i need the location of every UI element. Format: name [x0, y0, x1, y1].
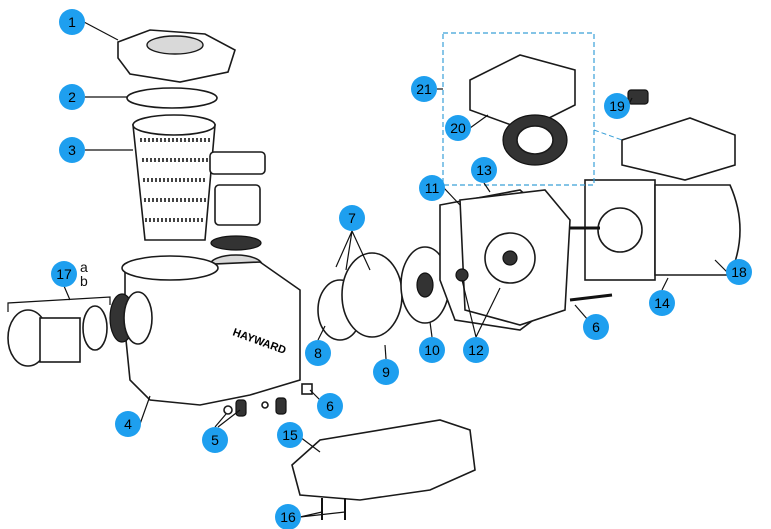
part-diffuser: [341, 252, 403, 338]
callout-17-sub-a: a: [80, 259, 88, 275]
part-lid: [117, 29, 236, 83]
callout-19[interactable]: 19: [604, 93, 630, 119]
callout-2[interactable]: 2: [59, 84, 85, 110]
callout-6-lower[interactable]: 6: [317, 393, 343, 419]
part-pump-base: [291, 419, 476, 501]
callout-18[interactable]: 18: [726, 259, 752, 285]
callout-7[interactable]: 7: [339, 205, 365, 231]
callout-4[interactable]: 4: [115, 411, 141, 437]
callout-17-sub-b: b: [80, 273, 88, 289]
part-lid-oring: [126, 87, 218, 109]
callout-1[interactable]: 1: [59, 9, 85, 35]
drive-assembly-box: [442, 32, 595, 186]
callout-9[interactable]: 9: [373, 359, 399, 385]
callout-13[interactable]: 13: [471, 157, 497, 183]
part-variable-speed-drive: [469, 54, 576, 131]
callout-8[interactable]: 8: [305, 340, 331, 366]
part-drain-plugs: [223, 383, 313, 417]
callout-21[interactable]: 21: [411, 76, 437, 102]
callout-20[interactable]: 20: [445, 115, 471, 141]
callout-10[interactable]: 10: [419, 337, 445, 363]
callout-14[interactable]: 14: [649, 290, 675, 316]
callout-15[interactable]: 15: [277, 422, 303, 448]
leader-lines: [7, 21, 728, 518]
callout-16[interactable]: 16: [275, 504, 301, 529]
part-union-kit: [7, 291, 153, 367]
part-motor: [570, 179, 741, 281]
part-cable-connector: [627, 89, 649, 105]
callout-12[interactable]: 12: [463, 337, 489, 363]
part-side-union: [209, 151, 266, 276]
callout-17[interactable]: 17: [51, 261, 77, 287]
callout-6-motor[interactable]: 6: [583, 314, 609, 340]
part-drive-on-motor: [621, 117, 736, 181]
part-strainer-basket: [132, 114, 216, 241]
part-pump-housing: HAYWARD: [121, 255, 301, 406]
callout-11[interactable]: 11: [419, 175, 445, 201]
part-base-screws: [321, 498, 346, 520]
callout-3[interactable]: 3: [59, 137, 85, 163]
callout-5[interactable]: 5: [202, 427, 228, 453]
